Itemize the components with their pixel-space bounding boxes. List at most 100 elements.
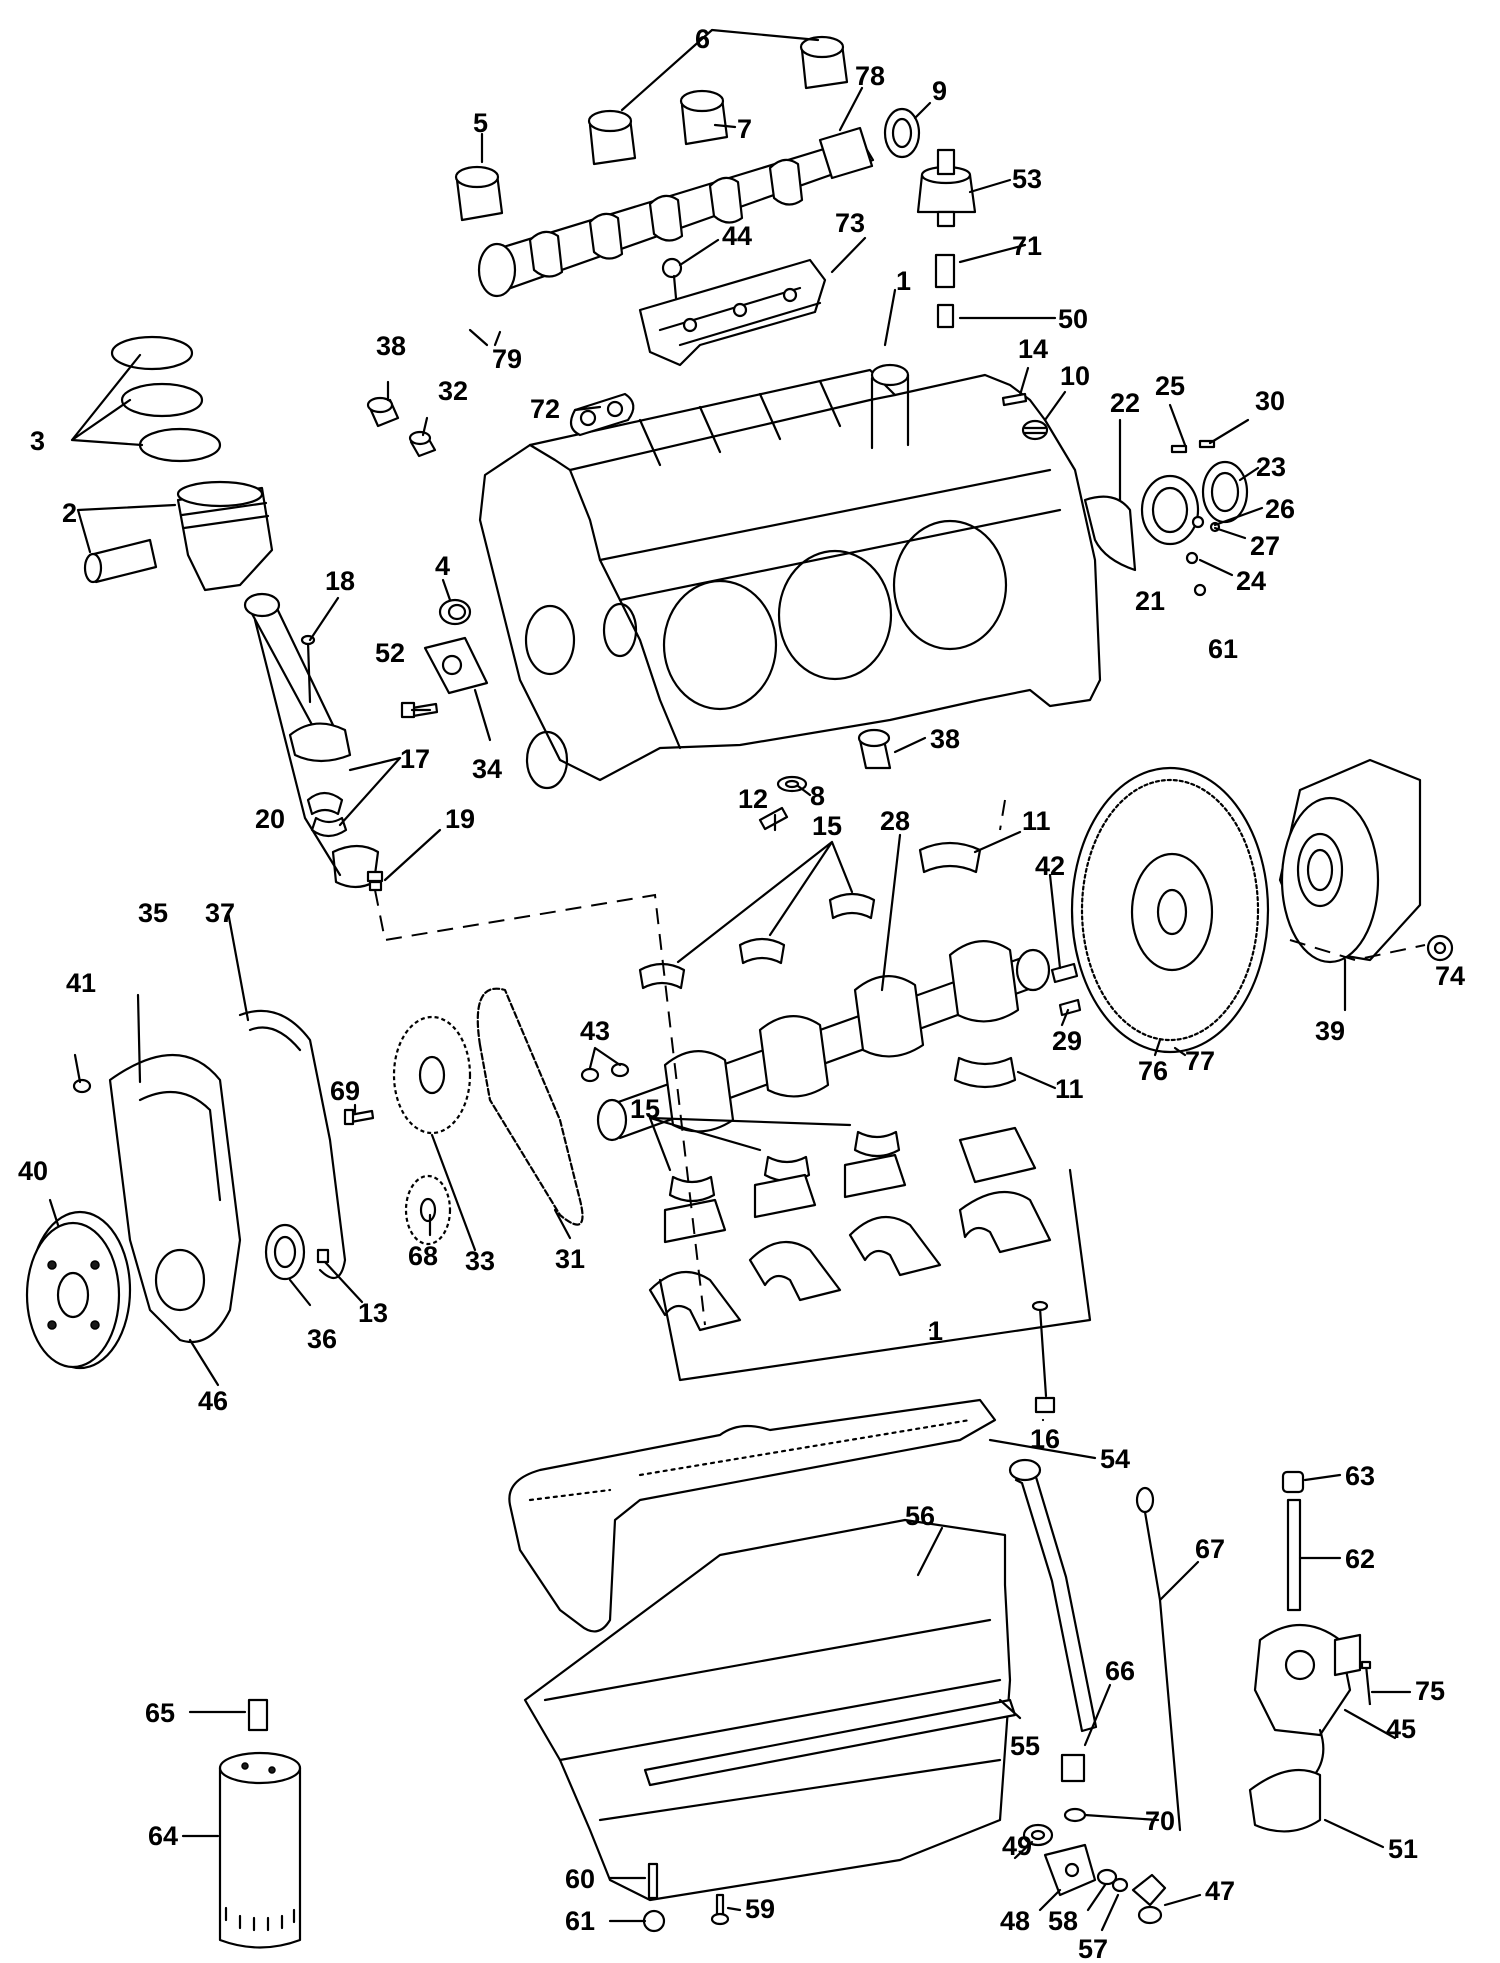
pilot-bushing-42-dowel-29 bbox=[1050, 962, 1082, 1017]
callout-43: 43 bbox=[580, 1016, 610, 1046]
nut-61 bbox=[642, 1909, 666, 1933]
plug-57 bbox=[1111, 1877, 1129, 1893]
callout-34: 34 bbox=[472, 754, 502, 784]
callout-14: 14 bbox=[1018, 334, 1048, 364]
washer-8 bbox=[776, 775, 808, 793]
washer-49 bbox=[1022, 1823, 1054, 1847]
callout-77: 77 bbox=[1185, 1046, 1215, 1076]
bolt-44 bbox=[661, 257, 683, 300]
crankshaft-28 bbox=[596, 940, 1051, 1142]
oil-filter-64 bbox=[218, 1751, 302, 1949]
plate-34 bbox=[423, 636, 489, 695]
callout-50: 50 bbox=[1058, 304, 1088, 334]
cam-bearing-5 bbox=[454, 165, 504, 222]
callout-74: 74 bbox=[1435, 961, 1465, 991]
bolt-41 bbox=[72, 1078, 92, 1094]
callout-28: 28 bbox=[880, 806, 910, 836]
callout-35: 35 bbox=[138, 898, 168, 928]
callout-54: 54 bbox=[1100, 1444, 1130, 1474]
callout-44: 44 bbox=[722, 221, 752, 251]
cam-seal-9 bbox=[883, 107, 921, 159]
callout-67: 67 bbox=[1195, 1534, 1225, 1564]
callout-64: 64 bbox=[148, 1821, 178, 1851]
keys-43 bbox=[580, 1062, 630, 1083]
callout-52: 52 bbox=[375, 638, 405, 668]
rear-seal-retainer-22 bbox=[1083, 495, 1137, 572]
leader-lines bbox=[48, 28, 1442, 1932]
callout-72: 72 bbox=[530, 394, 560, 424]
dowel-13 bbox=[316, 1248, 330, 1264]
oil-pan-56 bbox=[523, 1518, 1012, 1902]
harmonic-balancer-40 bbox=[25, 1210, 132, 1370]
callout-18: 18 bbox=[325, 566, 355, 596]
callout-31: 31 bbox=[555, 1244, 585, 1274]
callout-1: 1 bbox=[928, 1316, 943, 1346]
callout-49: 49 bbox=[1002, 1831, 1032, 1861]
pump-shaft-62 bbox=[1286, 1498, 1302, 1612]
callout-66: 66 bbox=[1105, 1656, 1135, 1686]
callout-61: 61 bbox=[565, 1906, 595, 1936]
filter-fitting-65 bbox=[247, 1698, 269, 1732]
main-caps-1 bbox=[648, 1126, 1052, 1332]
lifter-guide-73 bbox=[638, 258, 827, 367]
callout-55: 55 bbox=[1010, 1731, 1040, 1761]
callout-13: 13 bbox=[358, 1298, 388, 1328]
callout-53: 53 bbox=[1012, 164, 1042, 194]
plug-4 bbox=[438, 598, 472, 626]
callout-19: 19 bbox=[445, 804, 475, 834]
timing-cover-35 bbox=[108, 1053, 242, 1344]
callout-46: 46 bbox=[198, 1386, 228, 1416]
callout-58: 58 bbox=[1048, 1906, 1078, 1936]
coupler-39 bbox=[1278, 758, 1422, 964]
fitting-38-top bbox=[366, 396, 400, 428]
callout-5: 5 bbox=[473, 108, 488, 138]
callout-75: 75 bbox=[1415, 1676, 1445, 1706]
callout-71: 71 bbox=[1012, 231, 1042, 261]
callout-9: 9 bbox=[932, 76, 947, 106]
rear-seal-housing-21 bbox=[1140, 474, 1200, 546]
piston-2 bbox=[176, 480, 274, 592]
callout-39: 39 bbox=[1315, 1016, 1345, 1046]
dipstick-tube-66 bbox=[1008, 1458, 1098, 1783]
callout-32: 32 bbox=[438, 376, 468, 406]
crank-sprocket-68 bbox=[404, 1174, 452, 1246]
o-ring-70 bbox=[1063, 1807, 1087, 1823]
callout-15: 15 bbox=[630, 1094, 660, 1124]
rear-seal-23 bbox=[1201, 460, 1249, 524]
callout-59: 59 bbox=[745, 1894, 775, 1924]
timing-chain-31 bbox=[476, 987, 584, 1226]
callout-20: 20 bbox=[255, 804, 285, 834]
bolt-69 bbox=[343, 1108, 375, 1126]
callout-16: 16 bbox=[1030, 1424, 1060, 1454]
main-bearings-15-upper bbox=[638, 892, 876, 990]
callout-41: 41 bbox=[66, 968, 96, 998]
piston-pin-2 bbox=[83, 538, 158, 584]
plug-32 bbox=[408, 430, 437, 458]
callout-76: 76 bbox=[1138, 1056, 1168, 1086]
callout-2: 2 bbox=[62, 498, 77, 528]
bolt-59 bbox=[710, 1893, 730, 1926]
cam-sprocket-33 bbox=[392, 1015, 472, 1135]
drain-plug-47 bbox=[1131, 1873, 1167, 1925]
callout-30: 30 bbox=[1255, 386, 1285, 416]
callout-56: 56 bbox=[905, 1501, 935, 1531]
bolt-16 bbox=[1031, 1300, 1056, 1414]
flywheel-76 bbox=[1070, 766, 1270, 1054]
parts-artwork bbox=[25, 35, 1454, 1949]
rod-bearing-17 bbox=[306, 791, 348, 838]
callout-40: 40 bbox=[18, 1156, 48, 1186]
callout-8: 8 bbox=[810, 781, 825, 811]
callout-60: 60 bbox=[565, 1864, 595, 1894]
rod-nut-19 bbox=[366, 870, 384, 892]
callout-1: 1 bbox=[896, 266, 911, 296]
nut-74 bbox=[1426, 934, 1454, 962]
callout-22: 22 bbox=[1110, 388, 1140, 418]
callout-38: 38 bbox=[930, 724, 960, 754]
oil-pan-gasket-54 bbox=[508, 1398, 997, 1633]
callout-42: 42 bbox=[1035, 851, 1065, 881]
callout-79: 79 bbox=[492, 344, 522, 374]
callout-51: 51 bbox=[1388, 1834, 1418, 1864]
adapter-48 bbox=[1043, 1843, 1097, 1897]
engine-block-1 bbox=[478, 363, 1102, 790]
